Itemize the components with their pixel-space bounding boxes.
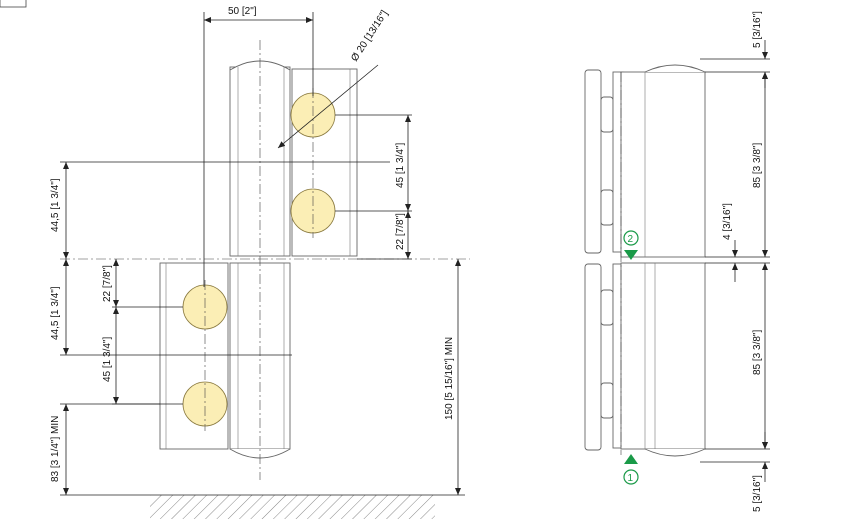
dim-left-22-bottom: 22 [7/8"] <box>102 265 113 302</box>
dim-right-22-top: 22 [7/8"] <box>395 213 406 250</box>
dim-left-44-5-top: 44,5 [1 3/4"] <box>50 178 61 232</box>
side-view: 5 [3/16"] 85 [3 3/8"] 4 [3/16"] 85 [3 3/… <box>584 11 770 512</box>
dim-side-85-top: 85 [3 3/8"] <box>752 143 763 188</box>
dim-side-5-top: 5 [3/16"] <box>752 11 763 48</box>
corner-frame <box>0 0 27 8</box>
marker-1-arrow-icon <box>624 454 638 464</box>
dim-left-45-bottom: 45 [1 3/4"] <box>102 337 113 382</box>
dim-side-4: 4 [3/16"] <box>722 203 733 240</box>
dim-min-150: 150 [5 15/16"] MIN <box>444 337 455 420</box>
barrel-side-lower <box>620 262 706 450</box>
floor-hatch <box>150 495 435 519</box>
marker-2-label: 2 <box>628 234 634 245</box>
front-view: 50 [2"] Ø 20 [13/16"] 44,5 [1 3/4"] 44,5… <box>50 6 470 519</box>
plate-lower <box>584 263 602 451</box>
marker-1-label: 1 <box>628 473 634 484</box>
marker-2-arrow-icon <box>624 250 638 260</box>
dim-min-83: 83 [3 1/4"] MIN <box>50 416 61 482</box>
dim-side-85-bottom: 85 [3 3/8"] <box>752 330 763 375</box>
marker-1: 1 <box>623 454 639 485</box>
marker-2: 2 <box>623 230 639 260</box>
dim-left-44-5-bottom: 44,5 [1 3/4"] <box>50 286 61 340</box>
dim-width-50: 50 [2"] <box>228 6 257 17</box>
dim-side-5-bottom: 5 [3/16"] <box>752 475 763 512</box>
dim-right-45-top: 45 [1 3/4"] <box>395 143 406 188</box>
plate-upper <box>584 69 602 254</box>
dim-diameter-20: Ø 20 [13/16"] <box>349 8 390 63</box>
barrel-side-upper <box>620 71 706 258</box>
